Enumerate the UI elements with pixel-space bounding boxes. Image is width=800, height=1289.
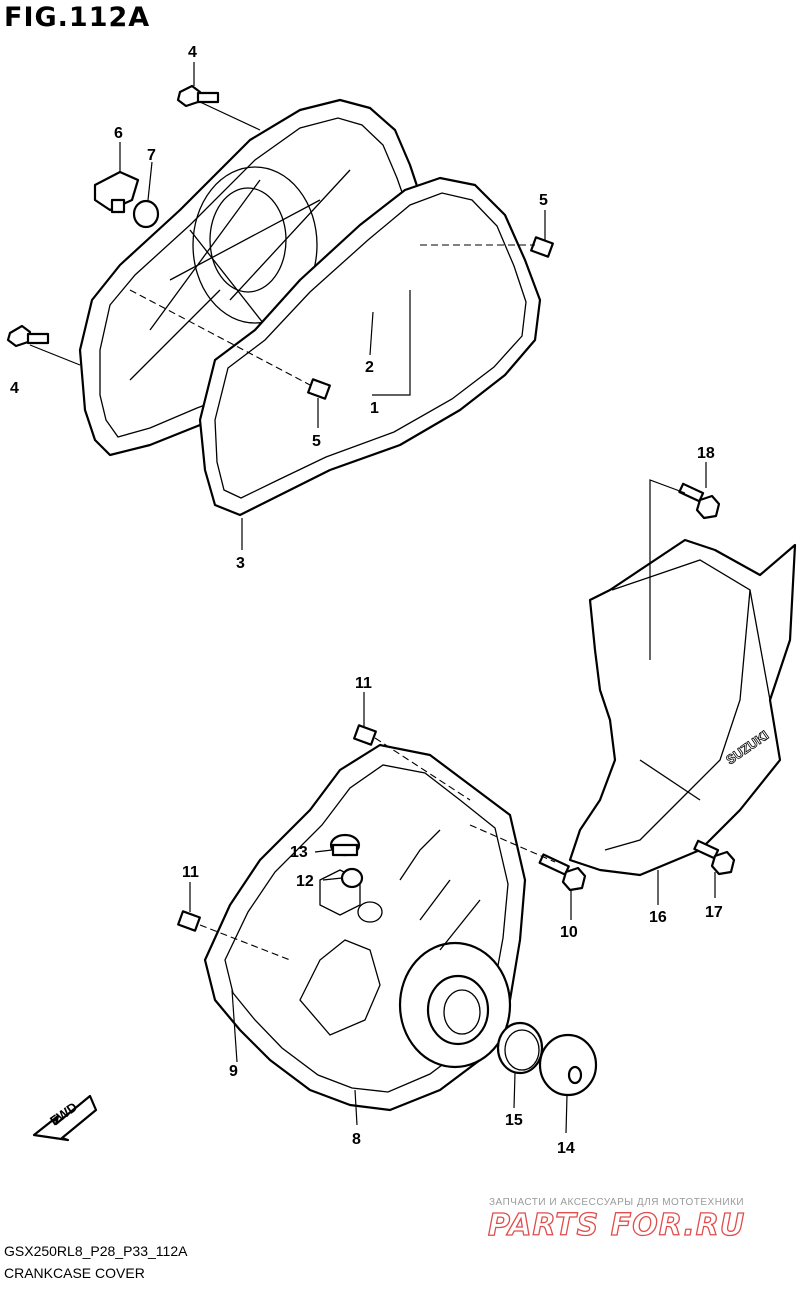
callout-11-left: 11 — [182, 864, 199, 881]
figure-code: GSX250RL8_P28_P33_112A — [4, 1243, 188, 1259]
callout-labels: 1 2 3 4 4 5 5 6 7 8 9 10 11 11 12 13 14 … — [10, 44, 723, 1157]
figure-title: FIG.112A — [4, 2, 151, 33]
callout-8: 8 — [352, 1131, 361, 1148]
callout-7: 7 — [147, 147, 156, 164]
bolt-18 — [678, 482, 721, 520]
callout-4-left: 4 — [10, 380, 19, 397]
callout-10: 10 — [560, 924, 578, 941]
callout-9: 9 — [229, 1063, 238, 1080]
callout-15: 15 — [505, 1112, 523, 1129]
callout-4-top: 4 — [188, 44, 197, 61]
sprocket-cover: SUZUKI — [568, 538, 797, 877]
dowel-pin-11-top — [353, 724, 377, 746]
callout-17: 17 — [705, 904, 723, 921]
figure-caption: CRANKCASE COVER — [4, 1265, 145, 1281]
callout-11-top: 11 — [355, 675, 372, 692]
dowel-pin-5-center — [307, 378, 331, 400]
bolt-17 — [693, 839, 736, 876]
callout-13: 13 — [290, 844, 308, 861]
generator-cover — [203, 743, 527, 1112]
callout-14: 14 — [557, 1140, 575, 1157]
gasket-12 — [340, 867, 364, 889]
leader-lines-upper — [29, 62, 546, 550]
bolt-10 — [538, 853, 587, 892]
callout-18: 18 — [697, 445, 715, 462]
plug-13 — [329, 833, 361, 857]
o-ring-15 — [496, 1021, 544, 1075]
plug-cap-14 — [538, 1033, 598, 1097]
watermark-tagline: ЗАПЧАСТИ И АКСЕССУАРЫ ДЛЯ МОТОТЕХНИКИ — [489, 1197, 745, 1208]
callout-5-center: 5 — [312, 433, 321, 450]
callout-6: 6 — [114, 125, 123, 142]
bolt-4-top — [176, 84, 220, 108]
cover-gasket-inner — [214, 192, 527, 499]
watermark-logo: PARTS FOR.RU — [487, 1207, 746, 1243]
callout-16: 16 — [649, 909, 667, 926]
callout-12: 12 — [296, 873, 314, 890]
bolt-4-left — [6, 324, 50, 348]
callout-5-right: 5 — [539, 192, 548, 209]
dowel-pin-5-right — [530, 236, 554, 258]
forward-arrow-icon: FWD — [32, 1094, 98, 1142]
o-ring-7 — [132, 199, 160, 229]
leader-lines-lower — [189, 462, 716, 1134]
callout-3: 3 — [236, 555, 245, 572]
dowel-pin-11-left — [177, 910, 201, 932]
callout-1: 1 — [370, 400, 379, 417]
callout-2: 2 — [365, 359, 374, 376]
oil-filler-cap — [93, 170, 140, 214]
